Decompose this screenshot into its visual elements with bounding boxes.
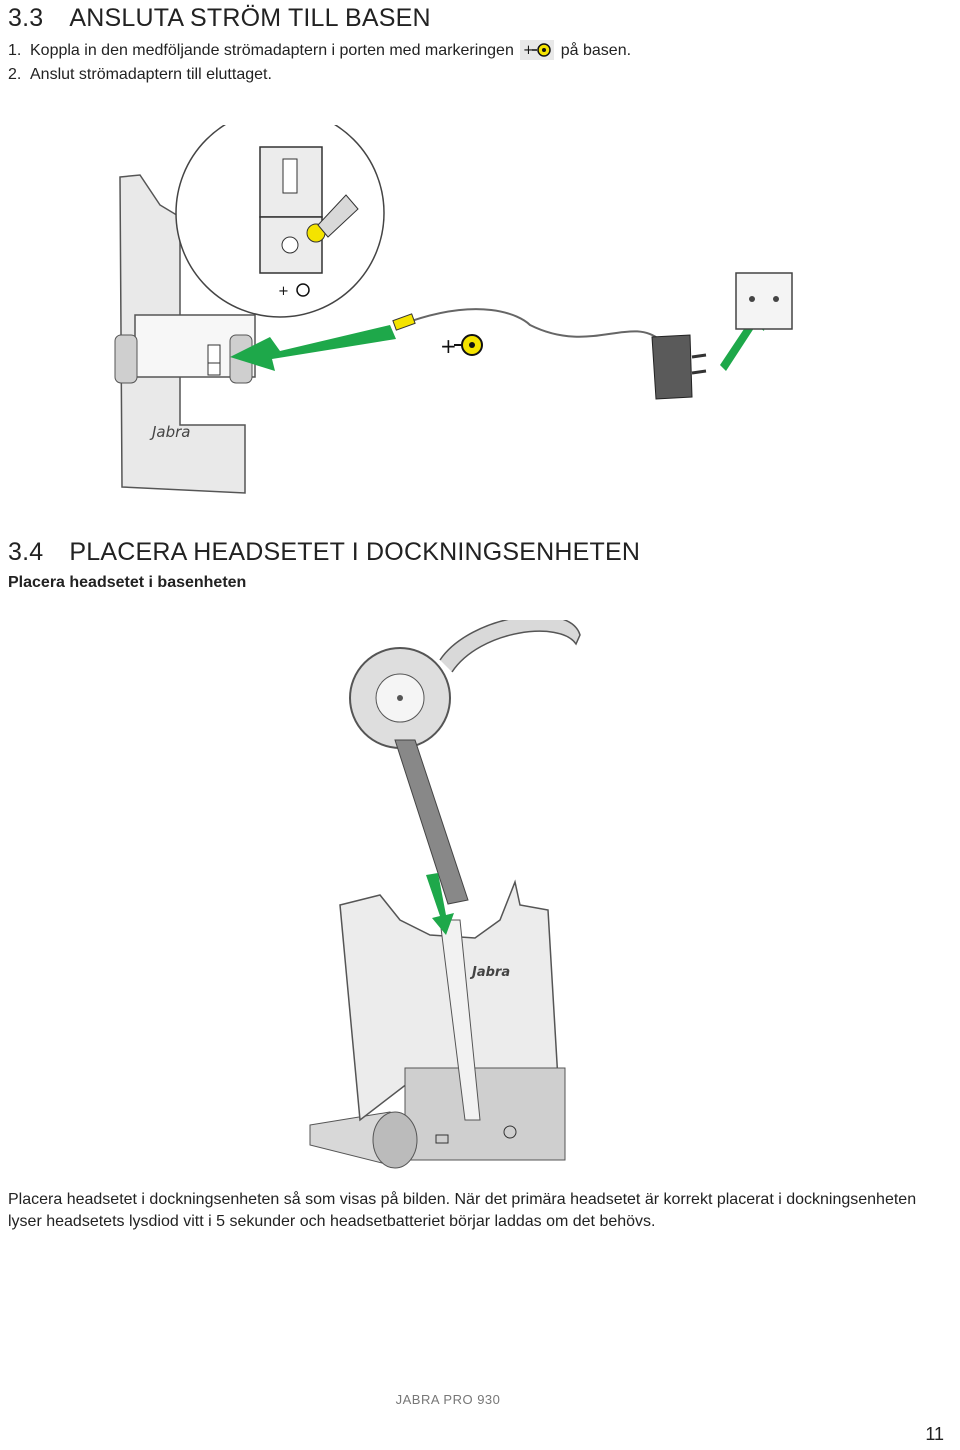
step-text: Anslut strömadaptern till eluttaget. xyxy=(30,66,272,83)
power-cable xyxy=(399,308,661,341)
section-title: ANSLUTA STRÖM TILL BASEN xyxy=(69,4,431,32)
step-number: 2. xyxy=(8,66,22,83)
section-subtitle: Placera headsetet i basenheten xyxy=(8,574,247,591)
step-number: 1. xyxy=(8,42,22,59)
docking-station-icon: Jabra xyxy=(309,879,566,1169)
dc-power-symbol-large-icon: + xyxy=(440,334,483,358)
power-adapter-icon xyxy=(651,334,707,400)
page-number: 11 xyxy=(925,1424,944,1444)
power-connection-illustration: Jabra + + xyxy=(114,125,793,494)
section-number: 3.3 xyxy=(8,4,44,32)
arrow-to-port-icon xyxy=(230,325,396,371)
brand-logo: Jabra xyxy=(469,965,510,980)
brand-logo: Jabra xyxy=(149,423,191,441)
step-text-end: på basen. xyxy=(560,42,632,59)
step-1: 1. Koppla in den medföljande strömadapter… xyxy=(8,40,631,65)
dc-plug-icon xyxy=(392,313,416,331)
wall-socket-icon xyxy=(735,272,793,330)
step-text: Koppla in den medföljande strömadaptern … xyxy=(30,42,514,59)
svg-text:+: + xyxy=(523,43,534,58)
section-number: 3.4 xyxy=(8,538,44,566)
arrow-down-icon xyxy=(426,873,454,935)
headset-icon xyxy=(349,620,581,1121)
dc-power-symbol-icon: + xyxy=(520,40,555,65)
section-3-3-heading: 3.3 ANSLUTA STRÖM TILL BASEN xyxy=(8,4,431,33)
footer-product: JABRA PRO 930 xyxy=(395,1392,501,1407)
svg-text:+: + xyxy=(278,284,289,299)
headset-docking-illustration: Jabra xyxy=(309,620,581,1169)
magnified-port-view: + xyxy=(175,125,385,318)
section-3-4-heading: 3.4 PLACERA HEADSETET I DOCKNINGSENHETEN xyxy=(8,538,640,567)
step-2: 2. Anslut strömadaptern till eluttaget. xyxy=(8,66,272,84)
svg-text:+: + xyxy=(440,334,457,358)
section-title: PLACERA HEADSETET I DOCKNINGSENHETEN xyxy=(69,538,641,566)
body-text: Placera headsetet i dockningsenheten så … xyxy=(8,1191,917,1230)
